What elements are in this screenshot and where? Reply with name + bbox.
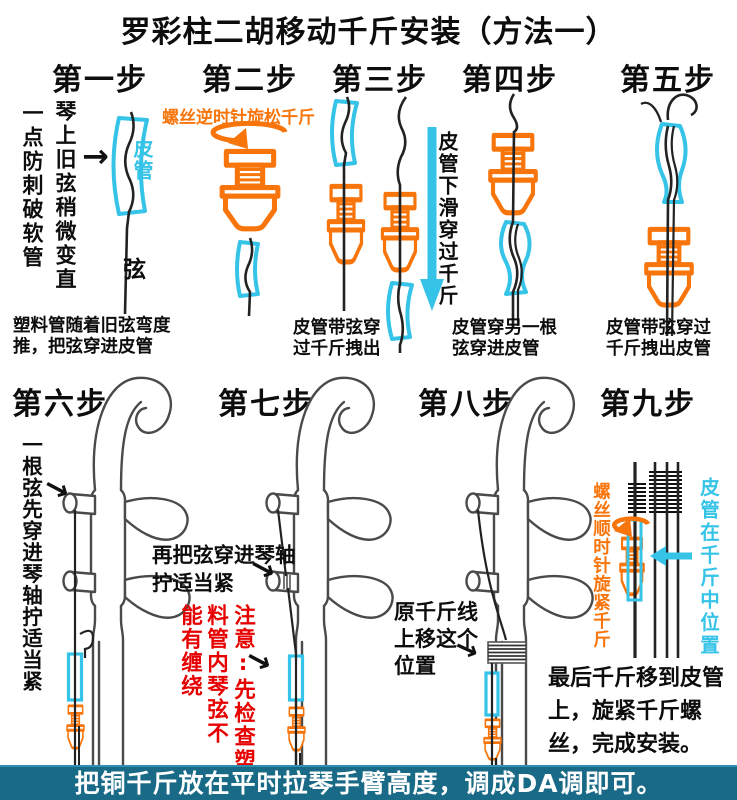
qianjin-icon xyxy=(328,186,363,262)
string-hook xyxy=(666,93,698,121)
string-label: 弦 xyxy=(123,257,146,283)
bottom-banner: 把铜千斤放在平时拉琴手臂高度，调成DA调即可。 xyxy=(0,765,737,800)
step9-drawing xyxy=(612,462,692,658)
string-line xyxy=(476,509,508,641)
step3-side-note: 皮管下滑穿过千斤 xyxy=(435,131,459,307)
rubber-tube-outline xyxy=(655,122,688,204)
step7-warning-column-left: 能有缠绕 xyxy=(177,604,203,698)
step2-note: 螺丝逆时针旋松千斤 xyxy=(162,108,315,128)
string-line xyxy=(664,125,673,337)
string-line xyxy=(396,96,408,353)
step5-drawing xyxy=(640,93,698,337)
step9-header: 第九步 xyxy=(600,387,696,422)
step5-caption: 皮管带弦穿过 千斤拽出皮管 xyxy=(606,318,711,359)
step7-header: 第七步 xyxy=(218,387,314,422)
string-line xyxy=(123,111,135,315)
step9-tube-note: 皮管在千斤中位置 xyxy=(696,477,720,657)
step8-note: 原千斤线 上移这个 位置 xyxy=(394,600,478,678)
step5-header: 第五步 xyxy=(620,63,716,98)
step7-warning-column-right: 注意:先检查塑 xyxy=(230,604,256,772)
string-line xyxy=(244,237,254,317)
step8-erhu-drawing xyxy=(458,368,638,765)
slide-down-arrow-icon xyxy=(420,127,444,311)
step4-drawing xyxy=(468,93,560,328)
qianjin-thread-coil xyxy=(487,641,527,664)
string-line xyxy=(508,93,519,328)
step4-caption: 皮管穿另一根 弦穿进皮管 xyxy=(452,318,557,359)
step3-drawing xyxy=(320,96,432,353)
step9-screw-note: 螺丝顺时针旋紧千斤 xyxy=(590,482,611,649)
string-line xyxy=(340,96,351,311)
step9-caption: 最后千斤移到皮管 上，旋紧千斤螺 丝，完成安装。 xyxy=(548,666,725,757)
rubber-tube-outline xyxy=(111,116,149,216)
qianjin-icon xyxy=(222,151,278,228)
rotate-counterclockwise-arrow-icon xyxy=(210,120,288,144)
string-line xyxy=(514,223,523,326)
string-line xyxy=(670,125,679,337)
string-line xyxy=(633,462,680,658)
string-hook xyxy=(640,101,663,123)
step3-caption: 皮管带弦穿 过千斤拽出 xyxy=(293,318,381,359)
winding-hatch xyxy=(628,483,646,513)
string-line xyxy=(286,587,298,765)
step2-header: 第二步 xyxy=(202,63,298,98)
string-hook xyxy=(79,629,95,658)
banner-text: 把铜千斤放在平时拉琴手臂高度，调成DA调即可。 xyxy=(74,769,663,798)
step6-header: 第六步 xyxy=(12,387,108,422)
tube-label: 皮管 xyxy=(130,138,154,182)
step6-note: 一根弦先穿进琴轴拧适当紧 xyxy=(18,434,43,692)
step1-note-right-column: 琴上旧弦稍微变直 xyxy=(53,100,77,292)
step4-header: 第四步 xyxy=(462,63,558,98)
step7-warning-column-mid: 料管内琴弦不 xyxy=(203,604,229,745)
step8-header: 第八步 xyxy=(418,387,514,422)
step2-qianjin-drawing xyxy=(210,120,288,317)
step1-tube-drawing xyxy=(111,111,149,315)
rubber-tube-outline xyxy=(330,99,359,167)
left-arrow-icon xyxy=(650,546,692,566)
page-title: 罗彩柱二胡移动千斤安装（方法一） xyxy=(120,15,617,50)
step7-erhu-drawing xyxy=(258,368,438,765)
step6-erhu-drawing xyxy=(55,368,235,765)
step1-caption: 塑料管随着旧弦弯度 推，把弦穿进皮管 xyxy=(13,316,171,357)
step1-note-left-column: 一点防刺破软管 xyxy=(20,102,44,270)
step3-header: 第三步 xyxy=(332,63,428,98)
arrow-to-tube-icon: → xyxy=(82,137,109,175)
string-line xyxy=(276,509,288,577)
peg-winding xyxy=(283,574,291,590)
step7-note: 再把弦穿进琴轴 拧适当紧 xyxy=(152,543,296,595)
step1-header: 第一步 xyxy=(52,63,148,98)
